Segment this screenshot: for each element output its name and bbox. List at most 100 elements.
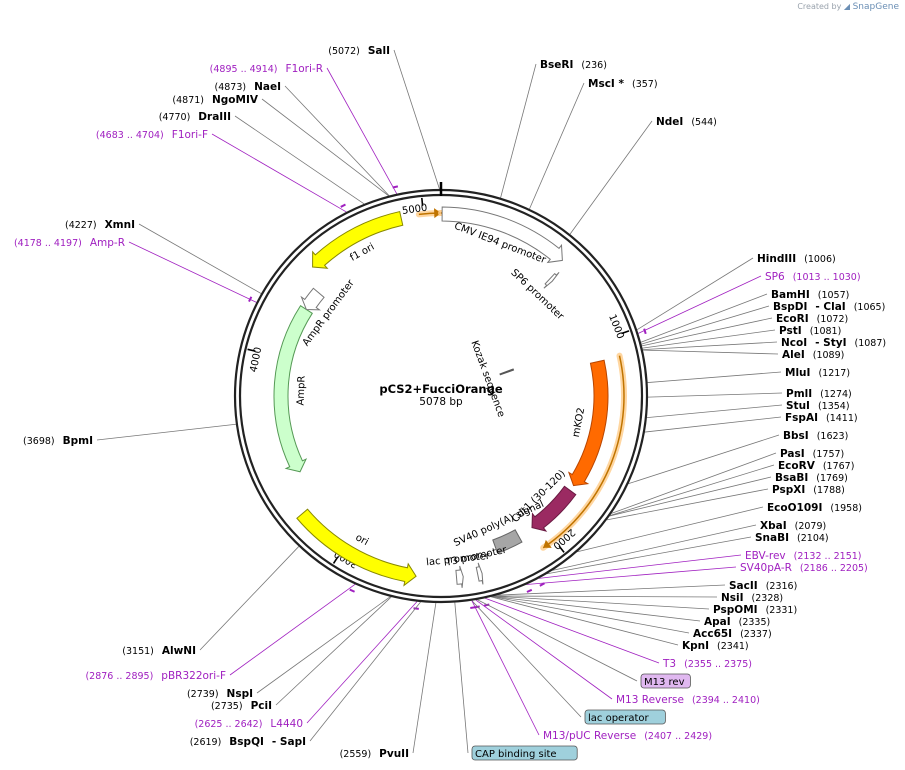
feature-ampr[interactable] bbox=[273, 305, 313, 473]
primer-mark bbox=[340, 203, 346, 208]
leader-line bbox=[641, 305, 770, 345]
primer-mark bbox=[483, 603, 490, 607]
site-label[interactable]: XbaI(2079) bbox=[760, 520, 826, 532]
leader-line bbox=[306, 601, 418, 724]
site-label[interactable]: (4873)NaeI bbox=[215, 81, 282, 93]
primer-mark bbox=[413, 607, 419, 610]
label-leader-lines bbox=[96, 49, 783, 754]
site-label[interactable]: (2619)BspQI- SapI bbox=[190, 736, 306, 748]
leader-line bbox=[529, 82, 585, 210]
site-label[interactable]: EcoRI(1072) bbox=[776, 313, 848, 325]
site-label[interactable]: NdeI(544) bbox=[656, 116, 717, 128]
site-label[interactable]: lac operator bbox=[584, 709, 666, 725]
site-label[interactable]: T3(2355 .. 2375) bbox=[662, 658, 752, 670]
site-label[interactable]: (2739)NspI bbox=[187, 688, 253, 700]
site-label[interactable]: BseRI(236) bbox=[540, 59, 607, 71]
leader-line bbox=[647, 392, 783, 398]
site-label[interactable]: (3698)BpmI bbox=[23, 435, 93, 447]
site-label[interactable]: M13/pUC Reverse(2407 .. 2429) bbox=[543, 730, 712, 742]
site-label[interactable]: M13 Reverse(2394 .. 2410) bbox=[616, 694, 760, 706]
leader-line bbox=[628, 434, 780, 485]
leader-line bbox=[138, 223, 262, 294]
site-label-text: NcoI- StyI(1087) bbox=[781, 337, 886, 349]
site-label[interactable]: BspDI- ClaI(1065) bbox=[773, 301, 885, 313]
site-label-text: XbaI(2079) bbox=[760, 520, 826, 532]
feature-mko2[interactable] bbox=[567, 359, 609, 487]
site-label[interactable]: KpnI(2341) bbox=[682, 640, 749, 652]
feature-tag-box bbox=[584, 709, 666, 725]
site-label[interactable]: Acc65I(2337) bbox=[693, 628, 772, 640]
feature-sp6-promoter[interactable] bbox=[543, 271, 560, 289]
site-label[interactable]: BbsI(1623) bbox=[783, 430, 848, 442]
feature-ampr-promoter[interactable] bbox=[300, 287, 325, 311]
site-label[interactable]: PasI(1757) bbox=[780, 448, 844, 460]
credit-brand: SnapGene bbox=[852, 2, 899, 12]
leader-line bbox=[234, 115, 365, 205]
site-label[interactable]: ApaI(2335) bbox=[704, 616, 770, 628]
site-label[interactable]: MscI *(357) bbox=[588, 78, 658, 90]
site-label[interactable]: (4178 .. 4197)Amp-R bbox=[14, 237, 125, 249]
leader-line bbox=[485, 597, 660, 664]
site-label[interactable]: (2735)PciI bbox=[211, 700, 272, 712]
site-label[interactable]: SacII(2316) bbox=[729, 580, 797, 592]
leader-line bbox=[412, 602, 437, 754]
site-label[interactable]: NsiI(2328) bbox=[721, 592, 783, 604]
site-label[interactable]: (4770)DraIII bbox=[159, 111, 231, 123]
site-label[interactable]: SV40pA-R(2186 .. 2205) bbox=[740, 562, 868, 574]
site-label[interactable]: (3151)AlwNI bbox=[122, 645, 196, 657]
leader-line bbox=[454, 602, 469, 754]
leader-line bbox=[646, 404, 783, 419]
site-label[interactable]: EBV-rev(2132 .. 2151) bbox=[745, 550, 862, 562]
site-label[interactable]: PspOMI(2331) bbox=[713, 604, 797, 616]
site-label[interactable]: BamHI(1057) bbox=[771, 289, 849, 301]
site-label[interactable]: (4683 .. 4704)F1ori-F bbox=[96, 129, 208, 141]
tick-label: 5000 bbox=[401, 203, 428, 217]
feature-ori[interactable] bbox=[296, 508, 417, 587]
site-label[interactable]: (2876 .. 2895)pBR322ori-F bbox=[85, 670, 226, 682]
site-label[interactable]: NcoI- StyI(1087) bbox=[781, 337, 886, 349]
site-label[interactable]: AleI(1089) bbox=[782, 349, 844, 361]
site-label[interactable]: (4871)NgoMIV bbox=[172, 94, 258, 106]
site-label[interactable]: EcoRV(1767) bbox=[778, 460, 854, 472]
leader-line bbox=[491, 596, 679, 646]
site-label[interactable]: EcoO109I(1958) bbox=[767, 502, 862, 514]
leader-line bbox=[261, 98, 389, 197]
site-label[interactable]: SP6(1013 .. 1030) bbox=[765, 271, 861, 283]
site-label[interactable]: HindIII(1006) bbox=[757, 253, 836, 265]
site-label[interactable]: PstI(1081) bbox=[779, 325, 841, 337]
site-label[interactable]: FspAI(1411) bbox=[785, 412, 858, 424]
site-label[interactable]: StuI(1354) bbox=[786, 400, 850, 412]
plasmid-center-label: pCS2+FucciOrange 5078 bp bbox=[379, 382, 502, 408]
tick-mark bbox=[558, 545, 565, 553]
feature-cmv-ie94-promoter[interactable] bbox=[441, 206, 563, 264]
site-label-text: (3698)BpmI bbox=[23, 435, 93, 447]
leader-line bbox=[641, 317, 773, 347]
feature-cdt1-30-120[interactable] bbox=[531, 485, 577, 532]
site-label-text: PasI(1757) bbox=[780, 448, 844, 460]
site-label[interactable]: (4895 .. 4914)F1ori-R bbox=[210, 63, 323, 75]
site-label[interactable]: CAP binding site bbox=[471, 745, 578, 761]
site-label[interactable]: MluI(1217) bbox=[785, 367, 850, 379]
site-label[interactable]: (5072)SalI bbox=[328, 45, 390, 57]
feature-f1-ori[interactable] bbox=[312, 210, 404, 269]
site-label[interactable]: (4227)XmnI bbox=[65, 219, 135, 231]
site-label[interactable]: PmlI(1274) bbox=[786, 388, 852, 400]
leader-line bbox=[609, 464, 775, 516]
site-label[interactable]: PspXI(1788) bbox=[772, 484, 845, 496]
site-label[interactable]: BsaBI(1769) bbox=[775, 472, 848, 484]
outer-arc bbox=[542, 355, 625, 549]
site-label-text: (2739)NspI bbox=[187, 688, 253, 700]
feature-kozak-sequence[interactable] bbox=[499, 368, 515, 376]
site-label-text: (4770)DraIII bbox=[159, 111, 231, 123]
site-label-text: SV40pA-R(2186 .. 2205) bbox=[740, 562, 868, 574]
site-label[interactable]: SnaBI(2104) bbox=[755, 532, 829, 544]
feature-t3-promoter[interactable] bbox=[475, 562, 484, 585]
leader-line bbox=[577, 506, 764, 553]
site-label[interactable]: (2625 .. 2642)L4440 bbox=[195, 718, 303, 730]
site-label[interactable]: (2559)PvuII bbox=[340, 748, 409, 760]
feature-sv40-poly-a-signal[interactable] bbox=[492, 529, 523, 554]
site-label[interactable]: M13 rev bbox=[640, 673, 691, 689]
tick-mark bbox=[332, 556, 339, 564]
feature-lac-promoter[interactable] bbox=[455, 565, 464, 588]
site-label-text: EcoO109I(1958) bbox=[767, 502, 862, 514]
